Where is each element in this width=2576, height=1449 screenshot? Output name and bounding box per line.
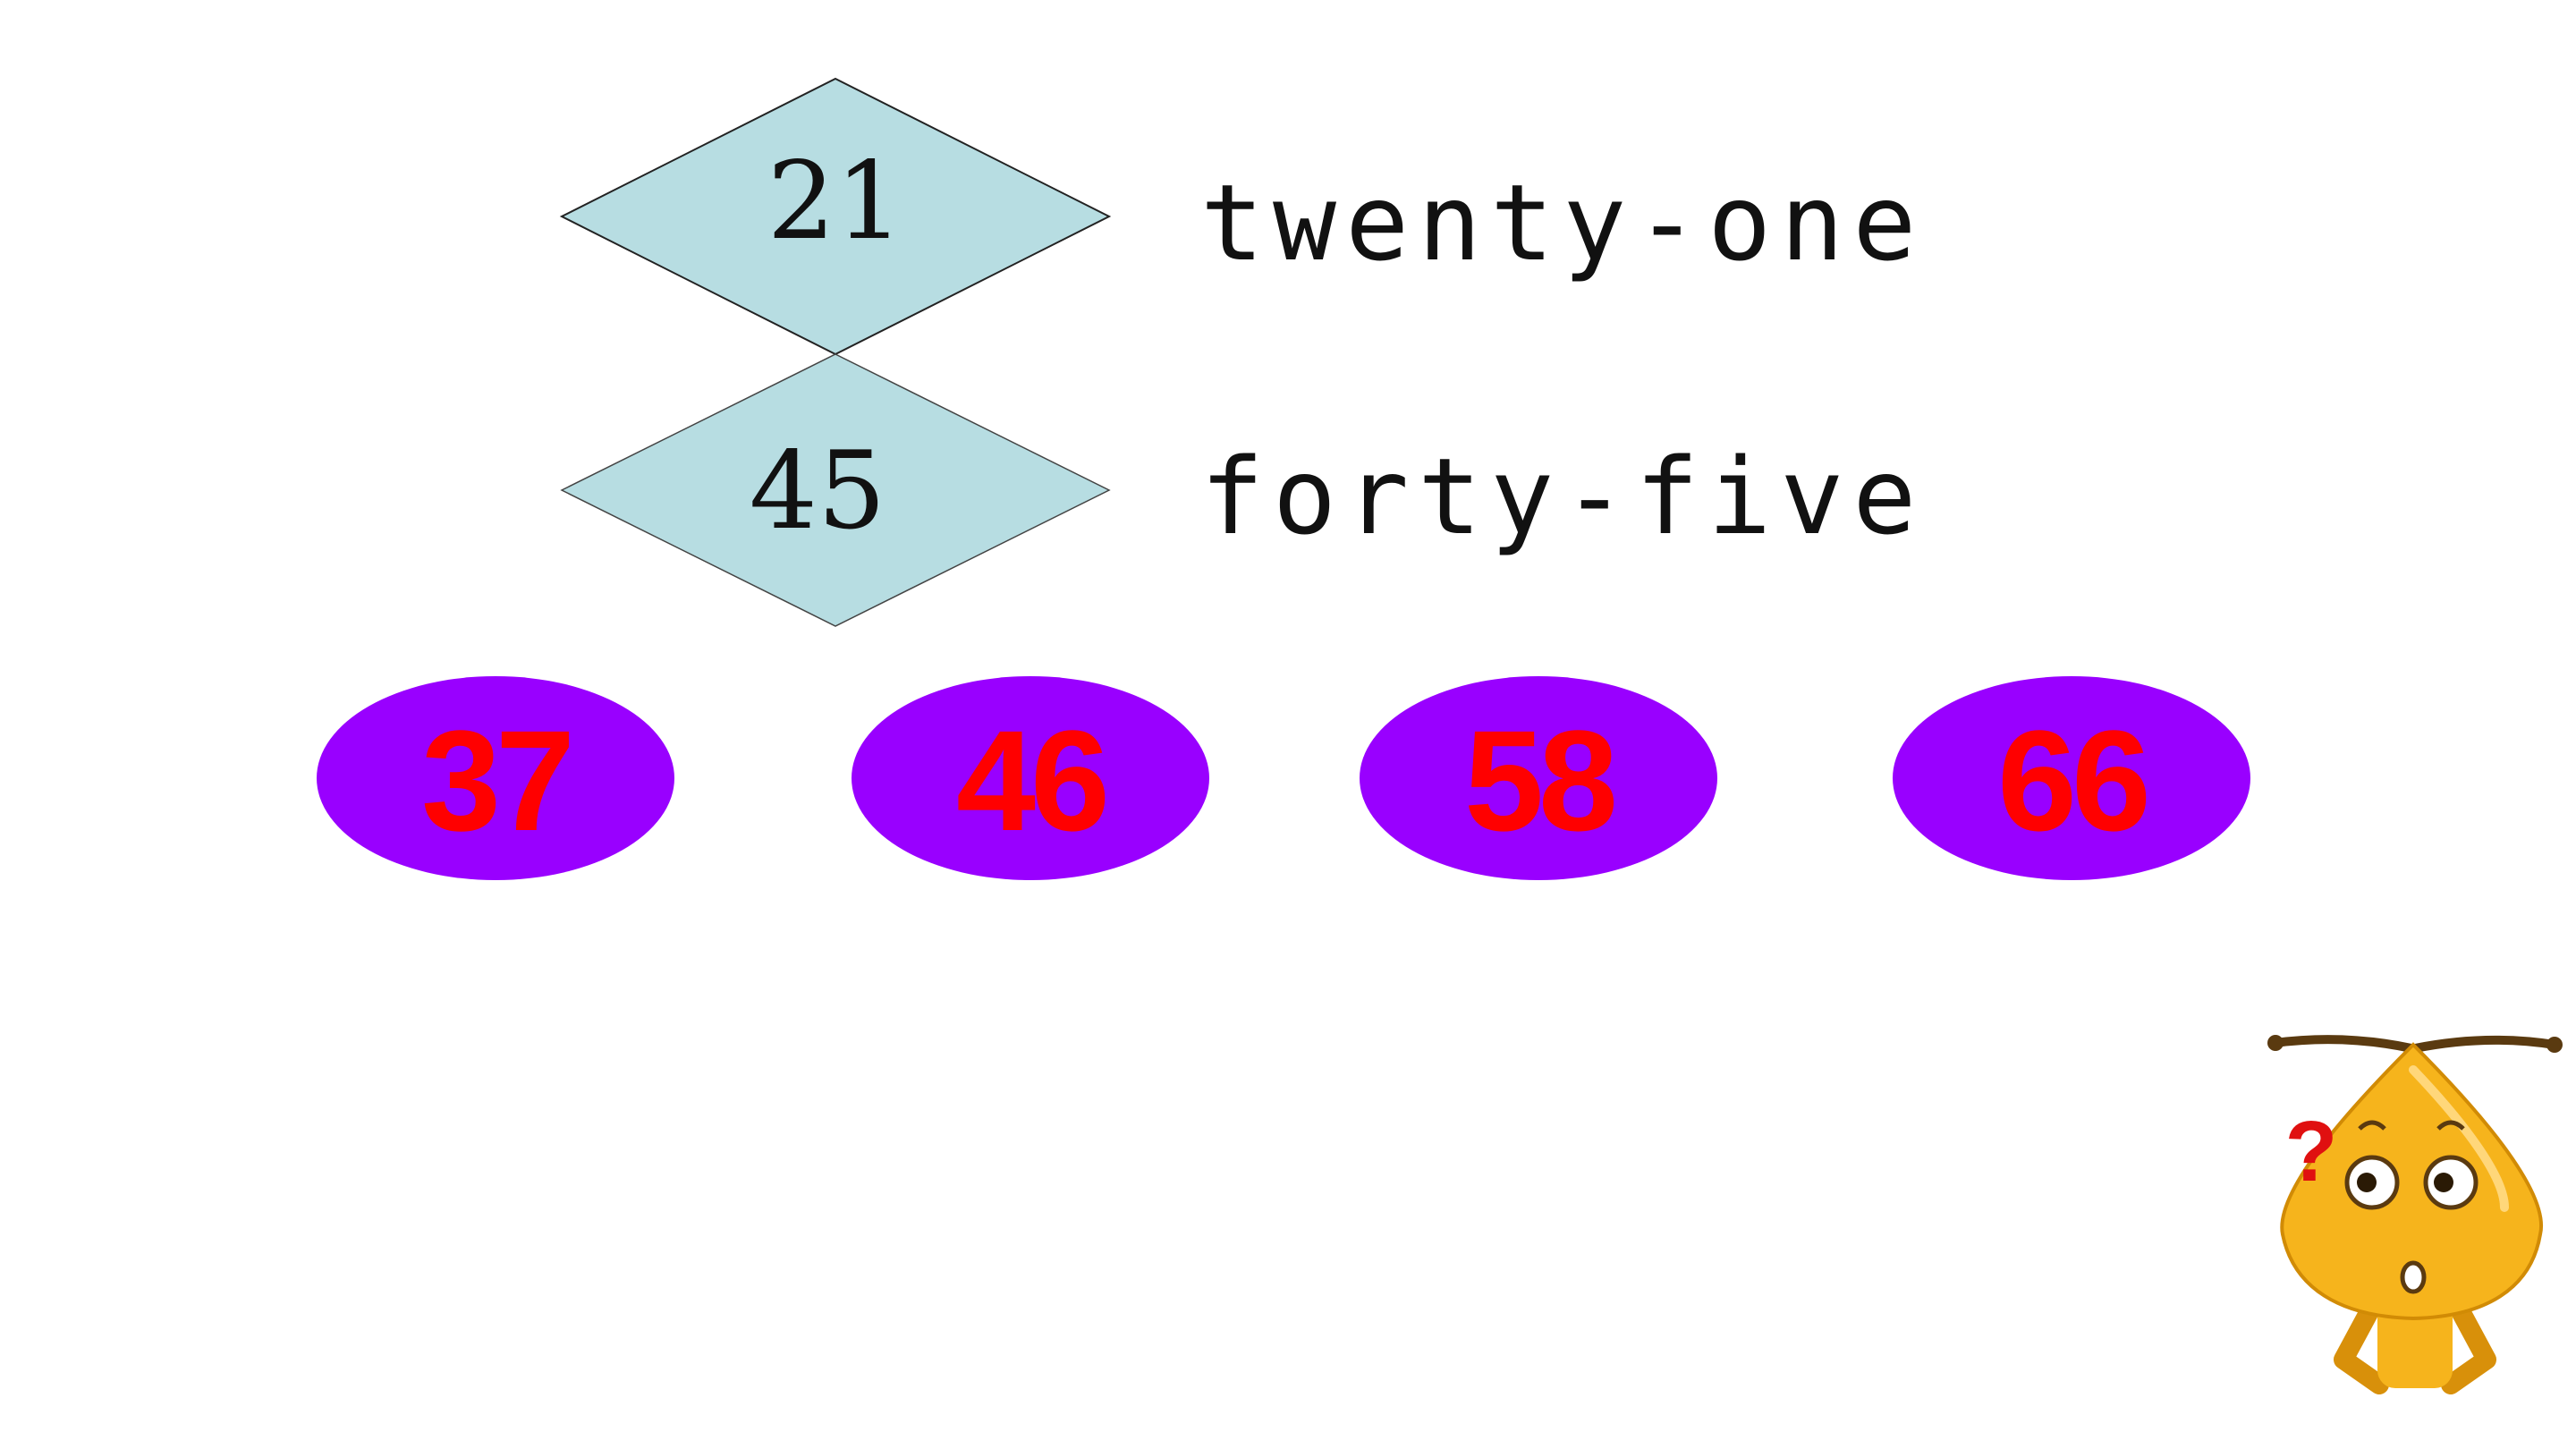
example-45: 45 forty-five — [560, 353, 1925, 627]
example-number: 21 — [767, 140, 904, 264]
example-number: 45 — [750, 429, 886, 554]
choice-label: 37 — [421, 700, 570, 860]
choice-label: 66 — [1997, 700, 2147, 860]
choice-label: 46 — [956, 700, 1106, 860]
question-mark-glyph: ? — [2285, 1104, 2338, 1199]
example-word: forty-five — [1200, 435, 1925, 558]
confused-ant-icon: ? — [2267, 1035, 2563, 1394]
choice-oval[interactable] — [1360, 676, 1717, 880]
example-21: 21 twenty-one — [559, 77, 1925, 356]
choice-46[interactable]: 46 — [852, 676, 1209, 880]
choice-oval[interactable] — [317, 676, 674, 880]
choice-66[interactable]: 66 — [1893, 676, 2250, 880]
choice-58[interactable]: 58 — [1360, 676, 1717, 880]
diamond-shape — [560, 353, 1111, 627]
example-word: twenty-one — [1200, 161, 1925, 284]
choice-37[interactable]: 37 — [317, 676, 674, 880]
choice-label: 58 — [1464, 700, 1614, 860]
choice-oval[interactable] — [1893, 676, 2250, 880]
choice-oval[interactable] — [852, 676, 1209, 880]
